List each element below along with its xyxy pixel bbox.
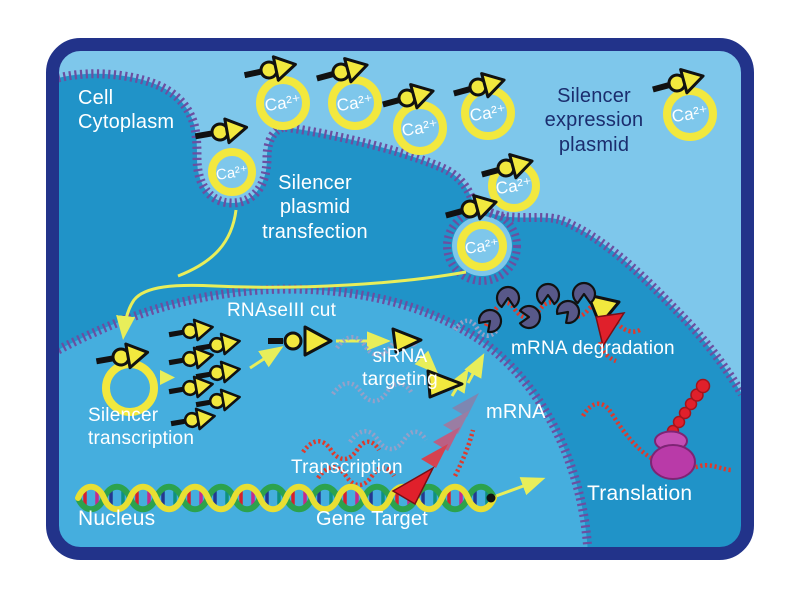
mrna-degradation-label: mRNA degradation — [511, 338, 675, 359]
plasmid-to-transcripts-pointer — [160, 370, 175, 385]
plasmid-ring-icon — [208, 148, 256, 196]
transcription-label: Transcription — [291, 457, 403, 478]
degraded-mrna-triangle — [595, 312, 626, 348]
sirna-triangle-icon — [391, 327, 423, 354]
cell-cytoplasm-label: Cell Cytoplasm — [78, 87, 175, 134]
gene-target-label: Gene Target — [316, 508, 428, 530]
sirna-triangle-icon — [586, 293, 621, 327]
sirna-targeting-label: siRNA targeting — [362, 346, 438, 391]
sirna-triangle-icon — [426, 369, 464, 399]
silencer-plasmid-transfection-label: Silencer plasmid transfection — [262, 172, 368, 243]
plasmid-ring-icon — [256, 76, 310, 130]
rnase-pacman-icon — [555, 299, 581, 325]
cell-card-border — [46, 38, 754, 560]
transfection-path-arrows — [116, 209, 467, 340]
rnase-pacman-icon — [571, 281, 597, 305]
mrna-label: mRNA — [486, 401, 546, 423]
cell-membrane — [56, 69, 746, 397]
plasmid-ring-icon — [457, 221, 507, 271]
rnase-pacman-icon — [518, 304, 542, 330]
vesicle-membrane — [443, 207, 521, 285]
rnase-pacman-icon — [477, 308, 503, 334]
silencer-transcription-label: Silencer transcription — [88, 405, 195, 450]
sirna-cascade — [391, 393, 479, 506]
rnase-cut-product — [268, 325, 333, 357]
ribosome-icon — [650, 378, 711, 480]
rnase-pacman-icon — [535, 282, 561, 306]
plasmid-ring-icon — [328, 76, 382, 130]
translation-label: Translation — [587, 482, 693, 505]
nucleus-label: Nucleus — [78, 507, 156, 530]
rnase-pacman-icon — [495, 285, 521, 309]
rnase-enzymes — [477, 281, 597, 334]
rnai-blocking-triangle — [391, 466, 435, 506]
silencer-expression-plasmid-label: Silencer expression plasmid — [544, 85, 644, 156]
rnase-cut-label: RNAseIII cut — [227, 300, 337, 321]
